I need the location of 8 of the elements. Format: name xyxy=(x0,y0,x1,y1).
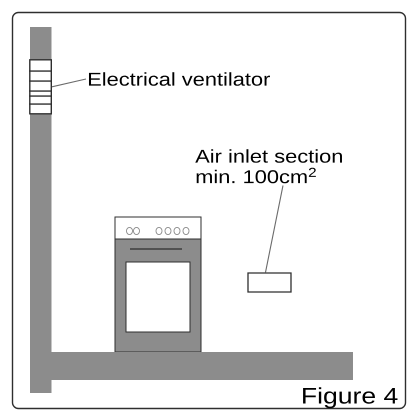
callout-text: Electrical ventilator xyxy=(88,72,270,86)
callout-text: Air inlet section min. 100cm$^{2}$ xyxy=(195,149,342,184)
ventilator xyxy=(29,59,52,114)
leader-line xyxy=(264,185,284,272)
air-inlet xyxy=(247,272,292,293)
figure-caption: Figure 4 xyxy=(303,387,398,408)
floor xyxy=(52,352,353,380)
leader-line xyxy=(52,78,86,88)
